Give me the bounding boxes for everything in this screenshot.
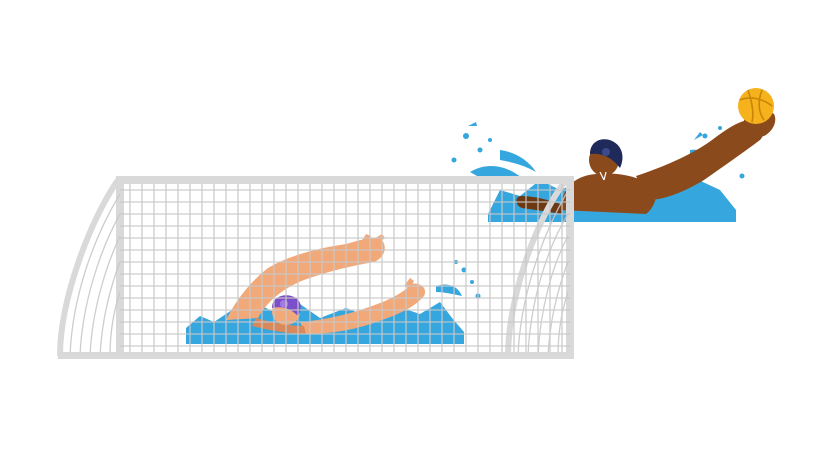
ball-icon: [738, 88, 774, 124]
goal-icon: [57, 176, 574, 359]
goal-net: [69, 180, 570, 357]
shooter-torso: [560, 173, 657, 214]
goalkeeper-arm-left: [226, 238, 385, 320]
shooter-arm: [636, 119, 764, 200]
